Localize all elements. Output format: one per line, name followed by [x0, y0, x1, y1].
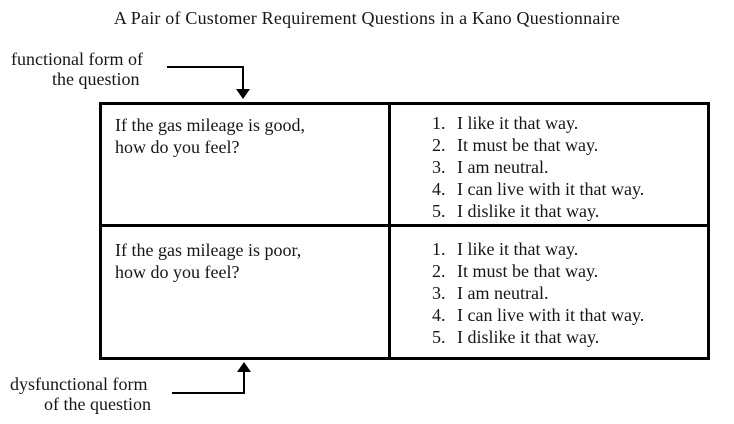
- option-text: I like it that way.: [457, 239, 579, 259]
- answer-option: 5. I dislike it that way.: [432, 326, 703, 348]
- option-text: I can live with it that way.: [457, 179, 645, 199]
- dysfunctional-form-label-line1: dysfunctional form: [10, 374, 148, 394]
- answer-options-list-dysfunctional: 1. I like it that way. 2. It must be tha…: [391, 227, 707, 348]
- table-cell-question-functional: If the gas mileage is good, how do you f…: [102, 105, 388, 227]
- option-text: It must be that way.: [457, 135, 599, 155]
- answer-option: 2. It must be that way.: [432, 260, 703, 282]
- answer-option: 4. I can live with it that way.: [432, 304, 703, 326]
- option-number: 4.: [432, 305, 446, 325]
- dysfunctional-connector-horizontal: [172, 392, 245, 394]
- dysfunctional-connector-vertical: [243, 371, 245, 394]
- question-line: how do you feel?: [115, 137, 240, 157]
- option-text: I like it that way.: [457, 113, 579, 133]
- kano-question-table: If the gas mileage is good, how do you f…: [99, 102, 710, 360]
- question-text-dysfunctional: If the gas mileage is poor, how do you f…: [102, 227, 388, 283]
- option-number: 5.: [432, 201, 446, 221]
- functional-form-label-line1: functional form of: [11, 49, 143, 69]
- answer-option: 3. I am neutral.: [432, 156, 703, 178]
- arrow-down-icon: [236, 89, 250, 99]
- option-number: 1.: [432, 113, 446, 133]
- table-cell-options-dysfunctional: 1. I like it that way. 2. It must be tha…: [388, 227, 707, 357]
- functional-connector-horizontal: [167, 66, 244, 68]
- option-text: I dislike it that way.: [457, 327, 600, 347]
- option-text: It must be that way.: [457, 261, 599, 281]
- figure-title: A Pair of Customer Requirement Questions…: [113, 8, 621, 28]
- question-line: how do you feel?: [115, 262, 240, 282]
- answer-option: 5. I dislike it that way.: [432, 200, 703, 222]
- option-number: 3.: [432, 157, 446, 177]
- arrow-up-icon: [237, 362, 251, 372]
- option-text: I dislike it that way.: [457, 201, 600, 221]
- option-number: 2.: [432, 135, 446, 155]
- answer-option: 3. I am neutral.: [432, 282, 703, 304]
- option-number: 3.: [432, 283, 446, 303]
- dysfunctional-form-label-line2: of the question: [44, 394, 151, 414]
- answer-option: 1. I like it that way.: [432, 238, 703, 260]
- functional-form-label-line2: the question: [52, 69, 140, 89]
- question-text-functional: If the gas mileage is good, how do you f…: [102, 105, 388, 158]
- question-line: If the gas mileage is poor,: [115, 240, 302, 260]
- answer-option: 2. It must be that way.: [432, 134, 703, 156]
- question-line: If the gas mileage is good,: [115, 115, 305, 135]
- functional-connector-vertical: [242, 66, 244, 91]
- option-number: 1.: [432, 239, 446, 259]
- option-number: 4.: [432, 179, 446, 199]
- option-text: I can live with it that way.: [457, 305, 645, 325]
- answer-options-list-functional: 1. I like it that way. 2. It must be tha…: [391, 105, 707, 222]
- table-cell-question-dysfunctional: If the gas mileage is poor, how do you f…: [102, 227, 388, 357]
- answer-option: 4. I can live with it that way.: [432, 178, 703, 200]
- option-number: 5.: [432, 327, 446, 347]
- answer-option: 1. I like it that way.: [432, 112, 703, 134]
- option-text: I am neutral.: [457, 157, 549, 177]
- table-cell-options-functional: 1. I like it that way. 2. It must be tha…: [388, 105, 707, 227]
- option-text: I am neutral.: [457, 283, 549, 303]
- option-number: 2.: [432, 261, 446, 281]
